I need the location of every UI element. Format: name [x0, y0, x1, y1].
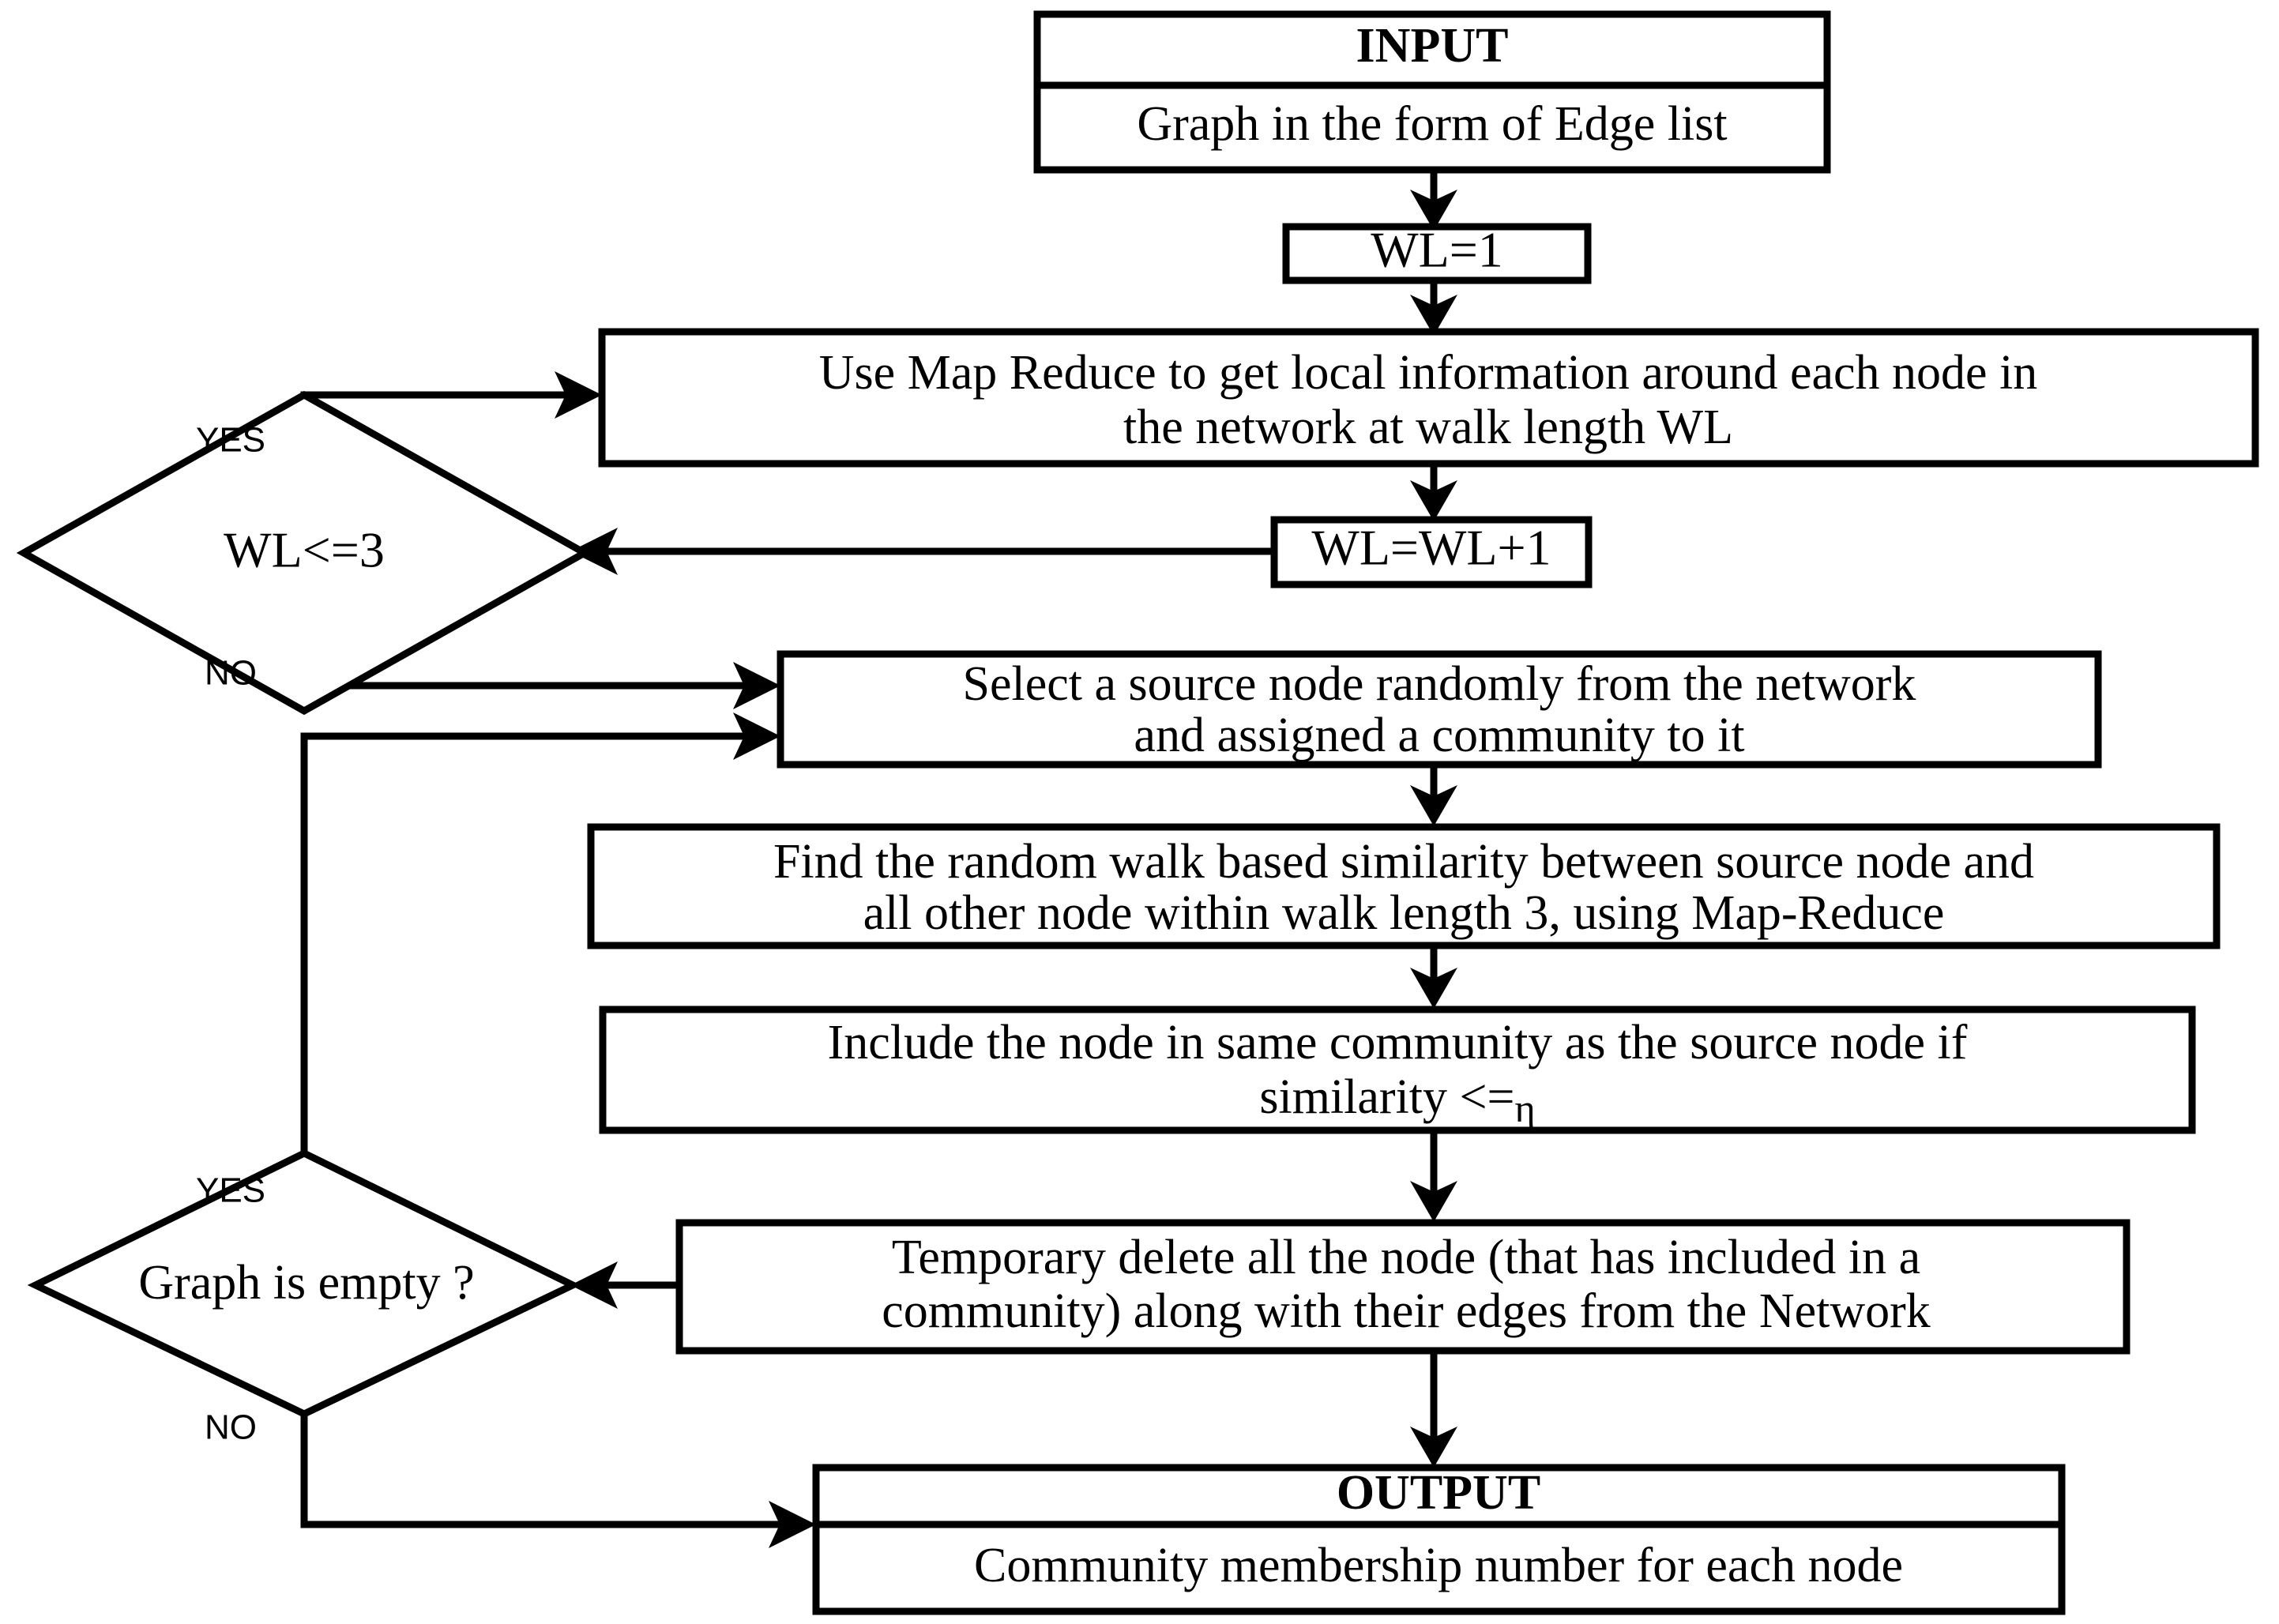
edge-graph-empty-no-to-output: [300, 1414, 816, 1548]
node-select-source[interactable]: Select a source node randomly from the n…: [777, 650, 2102, 769]
edge-map-reduce-to-wl-increment: [1410, 462, 1457, 521]
node-output-body: Community membership number for each nod…: [974, 1539, 1903, 1592]
node-output-header: OUTPUT: [1337, 1466, 1540, 1520]
node-graph-empty-label: Graph is empty ?: [138, 1256, 474, 1310]
node-similarity-line1: Find the random walk based similarity be…: [773, 835, 2034, 889]
node-input-header: INPUT: [1356, 19, 1509, 73]
edge-similarity-to-include-node: [1410, 944, 1457, 1009]
edge-wl-check-yes-to-map-reduce: [300, 371, 602, 419]
node-delete-nodes-line2: community) along with their edges from t…: [882, 1284, 1931, 1338]
node-wl-init-label: WL=1: [1371, 222, 1503, 278]
node-select-source-line2: and assigned a community to it: [1134, 709, 1744, 762]
branch-label-wl-check-yes: YES: [196, 421, 265, 460]
branch-label-wl-check-no: NO: [205, 654, 257, 693]
node-input-body: Graph in the form of Edge list: [1137, 97, 1727, 151]
node-map-reduce-line1: Use Map Reduce to get local information …: [819, 346, 2038, 400]
node-include-node-line2-prefix: similarity <=: [1259, 1070, 1514, 1124]
node-map-reduce-line2: the network at walk length WL: [1123, 400, 1733, 454]
node-include-node-line2: similarity <=η: [1259, 1070, 1535, 1130]
edge-include-node-to-delete-nodes: [1410, 1130, 1457, 1222]
edge-delete-nodes-to-graph-empty: [570, 1261, 678, 1309]
edge-wl-increment-to-wl-check: [570, 528, 1274, 575]
node-similarity[interactable]: Find the random walk based similarity be…: [587, 823, 2221, 949]
node-wl-increment[interactable]: WL=WL+1: [1270, 516, 1593, 588]
branch-label-graph-empty-yes: YES: [196, 1171, 265, 1210]
edge-graph-empty-yes-to-select-source: [300, 712, 780, 1153]
node-delete-nodes-line1: Temporary delete all the node (that has …: [892, 1231, 1920, 1284]
node-include-node-line1: Include the node in same community as th…: [828, 1016, 1968, 1070]
node-wl-init[interactable]: WL=1: [1282, 222, 1592, 284]
edge-delete-nodes-to-output: [1410, 1351, 1457, 1468]
node-include-node[interactable]: Include the node in same community as th…: [599, 1006, 2196, 1134]
branch-label-graph-empty-no: NO: [205, 1408, 257, 1447]
node-wl-check[interactable]: WL<=3: [16, 390, 592, 716]
node-delete-nodes[interactable]: Temporary delete all the node (that has …: [675, 1219, 2130, 1355]
node-wl-increment-label: WL=WL+1: [1311, 520, 1551, 576]
node-map-reduce[interactable]: Use Map Reduce to get local information …: [598, 328, 2259, 468]
node-select-source-line1: Select a source node randomly from the n…: [963, 657, 1916, 711]
node-input[interactable]: INPUT Graph in the form of Edge list: [1033, 10, 1831, 174]
edge-wl-init-to-map-reduce: [1410, 276, 1457, 336]
node-graph-empty[interactable]: Graph is empty ?: [27, 1148, 581, 1418]
eta-symbol: η: [1514, 1086, 1535, 1130]
edge-select-source-to-similarity: [1410, 762, 1457, 826]
edge-input-to-wl-init: [1410, 170, 1457, 231]
node-output[interactable]: OUTPUT Community membership number for e…: [812, 1464, 2066, 1615]
node-similarity-line2: all other node within walk length 3, usi…: [863, 886, 1945, 940]
node-wl-check-label: WL<=3: [224, 522, 385, 578]
